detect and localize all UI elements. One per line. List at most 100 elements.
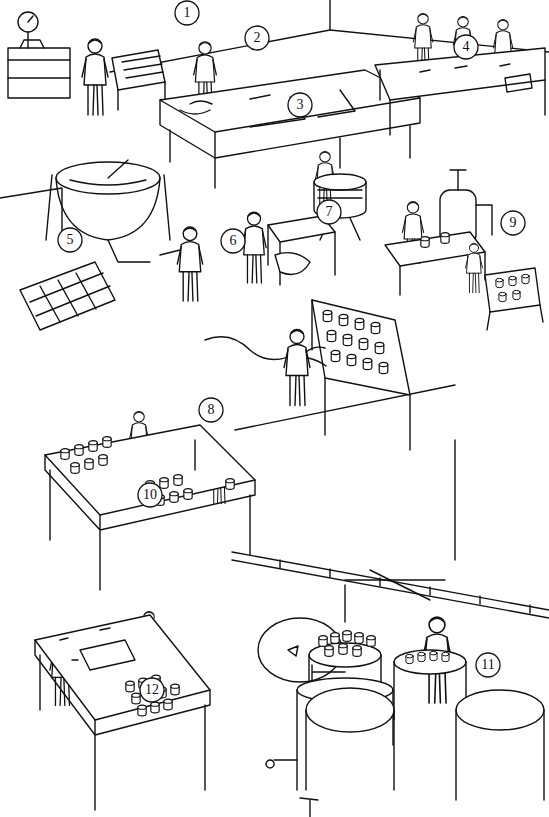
- callout-ring: [138, 483, 162, 507]
- callout-ring: [288, 93, 312, 117]
- spray-rinse-part: [339, 314, 348, 325]
- can-seamer-part: [496, 278, 503, 287]
- cooling-tanks-part: [370, 570, 430, 600]
- blanching-kettle-part: [70, 160, 146, 185]
- weighing-station-part: [8, 60, 70, 78]
- labeling-table-part: [151, 702, 159, 713]
- callout-number: 1: [174, 0, 200, 26]
- labeling-table-part: [35, 615, 210, 720]
- retort-part: [355, 633, 363, 644]
- spray-rinse-part: [347, 354, 356, 365]
- can-seamer-part: [522, 274, 529, 283]
- packing-table-part: [184, 489, 192, 500]
- cooling-tanks-part: [456, 690, 544, 730]
- trimming-table-part: [380, 70, 545, 135]
- hoist-rail-part: [280, 560, 530, 613]
- room-walls-part: [454, 440, 455, 560]
- spray-rinse-part: [327, 330, 336, 341]
- callout-number: 8: [198, 397, 224, 423]
- callout-ring: [476, 653, 500, 677]
- can-seamer-part: [466, 243, 483, 292]
- callout-circle: 5: [57, 227, 83, 253]
- room-walls-part: [235, 385, 455, 430]
- blanching-kettle-part: [20, 262, 115, 330]
- weighing-station: [8, 12, 165, 115]
- can-seamer-part: [441, 233, 449, 244]
- packing-table-part: [89, 441, 97, 452]
- can-seamer-part: [485, 268, 540, 312]
- packing-table-part: [61, 449, 69, 460]
- washing-trough: [160, 42, 420, 188]
- callout-circle: 2: [244, 25, 270, 51]
- cooling-tanks-part: [300, 798, 318, 800]
- packing-table-part: [99, 455, 107, 466]
- callout-circle: 12: [139, 677, 165, 703]
- labeling-table-part: [80, 640, 135, 670]
- callout-number: 2: [244, 25, 270, 51]
- retort-part: [309, 800, 310, 817]
- weighing-station-part: [112, 50, 165, 90]
- spray-rinse-part: [363, 358, 372, 369]
- spray-rinse-part: [306, 347, 326, 366]
- callout-number: 11: [475, 652, 501, 678]
- washing-trough-part: [170, 126, 410, 188]
- weighing-station-part: [18, 12, 38, 32]
- callout-ring: [317, 200, 341, 224]
- packing-table-part: [71, 463, 79, 474]
- can-seamer-part: [509, 276, 516, 285]
- retort: [258, 618, 393, 817]
- weighing-station-part: [27, 30, 28, 48]
- washing-trough-part: [180, 101, 212, 114]
- callout-ring: [245, 26, 269, 50]
- hoist-rail: [232, 552, 549, 622]
- cooling-tanks-part: [418, 652, 425, 661]
- callout-ring: [140, 678, 164, 702]
- packing-table-part: [50, 440, 250, 590]
- spray-rinse-part: [359, 338, 368, 349]
- room-walls: [0, 0, 549, 560]
- can-seamer-part: [487, 305, 543, 330]
- labeling-table-part: [132, 693, 140, 704]
- callout-circle: 11: [475, 652, 501, 678]
- callout-circle: 10: [137, 482, 163, 508]
- callout-ring: [175, 1, 199, 25]
- blanching-kettle-part: [177, 227, 202, 301]
- retort-part: [319, 636, 327, 647]
- pulper-press-part: [318, 190, 362, 198]
- callout-circle: 9: [500, 210, 526, 236]
- cooling-tanks-part: [394, 650, 466, 674]
- spray-rinse-part: [284, 330, 310, 406]
- cooling-tanks-part: [306, 710, 394, 790]
- callout-number: 3: [287, 92, 313, 118]
- can-seamer-part: [450, 170, 492, 235]
- labeling-table-part: [40, 655, 205, 810]
- packing-table-part: [45, 455, 255, 530]
- retort-part: [325, 646, 333, 657]
- cooling-tanks: [300, 570, 544, 800]
- blanching-kettle: [20, 160, 203, 330]
- hoist-rail-part: [344, 585, 345, 622]
- labeling-table: [35, 612, 210, 811]
- callout-circle: 8: [198, 397, 224, 423]
- callout-number: 12: [139, 677, 165, 703]
- labeling-table-part: [35, 640, 210, 735]
- retort-part: [367, 636, 375, 647]
- cooling-tanks-part: [442, 652, 449, 661]
- callout-number: 4: [453, 34, 479, 60]
- weighing-station-part: [82, 39, 108, 115]
- retort-part: [266, 760, 274, 768]
- spray-rinse-part: [355, 318, 364, 329]
- spray-rinse-part: [375, 342, 384, 353]
- hoist-rail-part: [232, 552, 549, 618]
- retort-part: [288, 646, 298, 656]
- spray-rinse-part: [312, 300, 410, 450]
- washing-trough-part: [250, 90, 355, 127]
- retort-part: [343, 631, 351, 642]
- callout-ring: [199, 398, 223, 422]
- spray-rinse-part: [205, 337, 300, 360]
- callout-number: 7: [316, 199, 342, 225]
- filling-station: [242, 212, 335, 285]
- cooling-tanks-part: [456, 710, 544, 800]
- callout-circle: 4: [453, 34, 479, 60]
